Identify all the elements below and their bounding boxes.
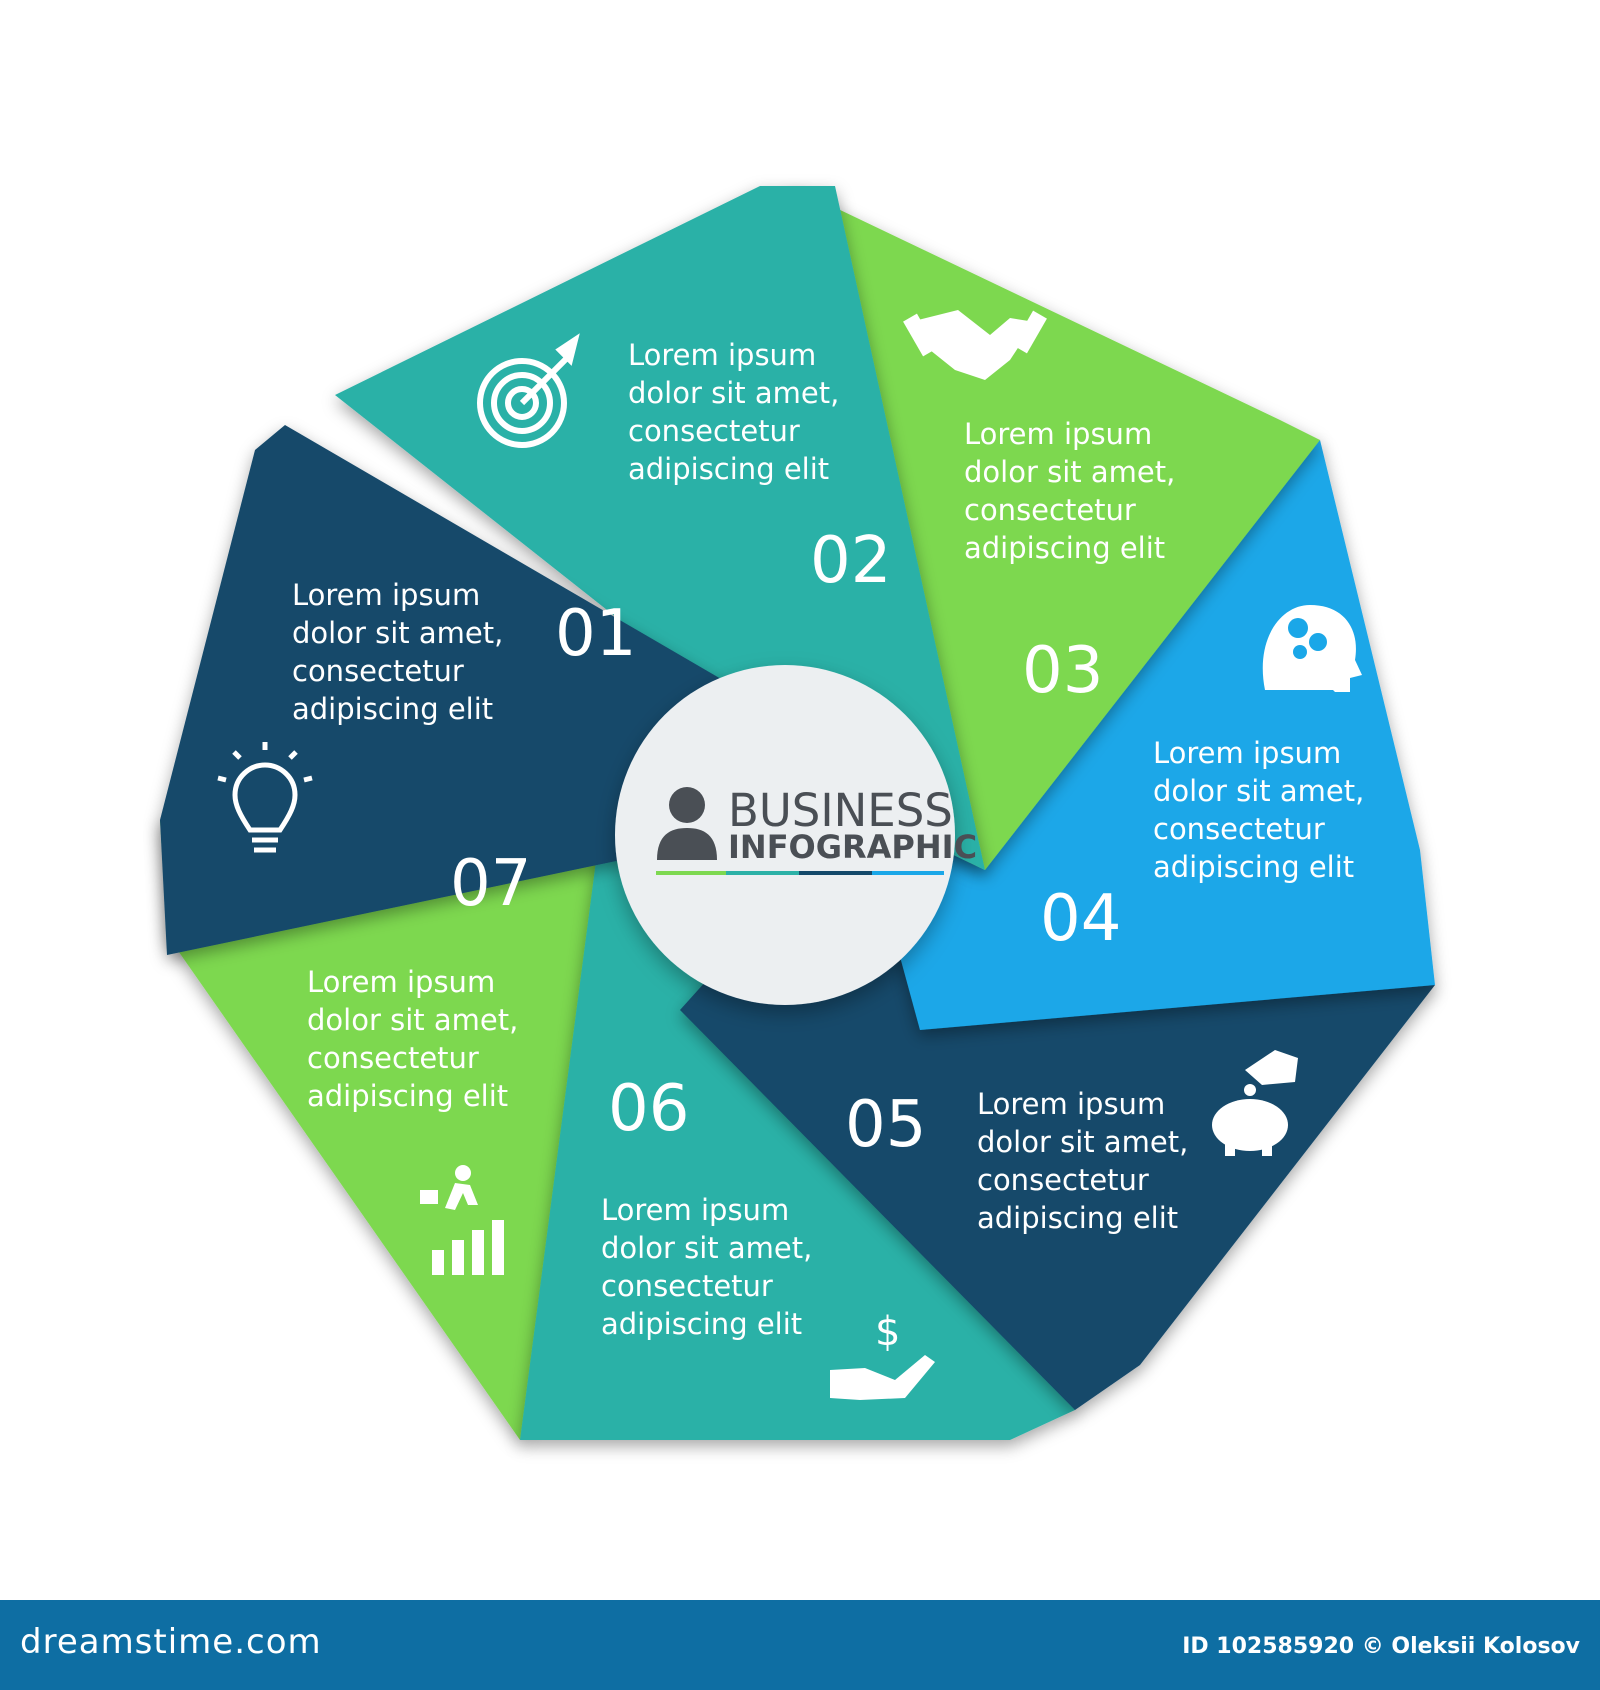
svg-text:consectetur: consectetur [964, 493, 1136, 527]
running-man-chart-icon [420, 1165, 504, 1275]
center-badge: BUSINESS INFOGRAPHIC [615, 665, 977, 1005]
svg-text:dolor sit amet,: dolor sit amet, [307, 1003, 518, 1037]
piggy-bank-icon [1212, 1050, 1298, 1156]
svg-text:Lorem ipsum: Lorem ipsum [1153, 736, 1341, 770]
svg-text:Lorem ipsum: Lorem ipsum [964, 417, 1152, 451]
svg-text:$: $ [875, 1309, 900, 1355]
svg-text:adipiscing elit: adipiscing elit [601, 1307, 802, 1341]
segment-03-number: 03 [1022, 634, 1103, 708]
hand-dollar-icon: $ [830, 1309, 935, 1400]
svg-text:consectetur: consectetur [307, 1041, 479, 1075]
segment-02-number: 02 [810, 524, 891, 598]
svg-text:adipiscing elit: adipiscing elit [292, 692, 493, 726]
svg-text:dolor sit amet,: dolor sit amet, [964, 455, 1175, 489]
svg-text:Lorem ipsum: Lorem ipsum [292, 578, 480, 612]
segment-01-number: 01 [555, 597, 636, 671]
svg-text:dolor sit amet,: dolor sit amet, [977, 1125, 1188, 1159]
svg-text:consectetur: consectetur [628, 414, 800, 448]
segment-02-text: Lorem ipsum dolor sit amet, consectetur … [628, 338, 839, 486]
svg-text:dolor sit amet,: dolor sit amet, [1153, 774, 1364, 808]
svg-text:Lorem ipsum: Lorem ipsum [307, 965, 495, 999]
target-icon [477, 333, 580, 448]
segment-06-text: Lorem ipsum dolor sit amet, consectetur … [601, 1193, 812, 1341]
segment-06-number: 06 [608, 1072, 689, 1146]
center-color-bar [656, 871, 944, 875]
segment-04-text: Lorem ipsum dolor sit amet, consectetur … [1153, 736, 1364, 884]
segment-04-shape [860, 440, 1435, 1030]
svg-text:adipiscing elit: adipiscing elit [1153, 850, 1354, 884]
svg-text:consectetur: consectetur [977, 1163, 1149, 1197]
segment-05-number: 05 [845, 1088, 926, 1162]
head-gears-icon [1262, 605, 1362, 692]
svg-text:consectetur: consectetur [292, 654, 464, 688]
segment-01-text: Lorem ipsum dolor sit amet, consectetur … [292, 578, 503, 726]
svg-text:Lorem ipsum: Lorem ipsum [628, 338, 816, 372]
segment-07-text: Lorem ipsum dolor sit amet, consectetur … [307, 965, 518, 1113]
svg-text:adipiscing elit: adipiscing elit [977, 1201, 1178, 1235]
footer-bar: dreamstime.com ID 102585920 © Oleksii Ko… [0, 1600, 1600, 1690]
heptagon-infographic: 01 02 03 04 05 06 07 Lorem ipsum dolor s… [160, 186, 1435, 1440]
svg-text:dolor sit amet,: dolor sit amet, [601, 1231, 812, 1265]
segment-04-number: 04 [1040, 882, 1121, 956]
center-title: BUSINESS [728, 784, 953, 837]
svg-text:adipiscing elit: adipiscing elit [964, 531, 1165, 565]
center-subtitle: INFOGRAPHIC [728, 828, 977, 866]
svg-text:consectetur: consectetur [601, 1269, 773, 1303]
svg-text:adipiscing elit: adipiscing elit [307, 1079, 508, 1113]
businessman-icon [657, 787, 717, 860]
svg-text:Lorem ipsum: Lorem ipsum [601, 1193, 789, 1227]
svg-text:Lorem ipsum: Lorem ipsum [977, 1087, 1165, 1121]
segment-numbers: 01 02 03 04 05 06 07 [450, 524, 1121, 1162]
footer-site[interactable]: dreamstime.com [20, 1622, 322, 1662]
segment-03-text: Lorem ipsum dolor sit amet, consectetur … [964, 417, 1175, 565]
handshake-icon [903, 310, 1047, 380]
svg-text:adipiscing elit: adipiscing elit [628, 452, 829, 486]
lightbulb-icon [217, 742, 313, 853]
segment-07-number: 07 [450, 847, 531, 921]
footer-credit: ID 102585920 © Oleksii Kolosov [1182, 1634, 1580, 1659]
svg-text:consectetur: consectetur [1153, 812, 1325, 846]
svg-text:dolor sit amet,: dolor sit amet, [628, 376, 839, 410]
svg-text:dolor sit amet,: dolor sit amet, [292, 616, 503, 650]
segment-05-text: Lorem ipsum dolor sit amet, consectetur … [977, 1087, 1188, 1235]
